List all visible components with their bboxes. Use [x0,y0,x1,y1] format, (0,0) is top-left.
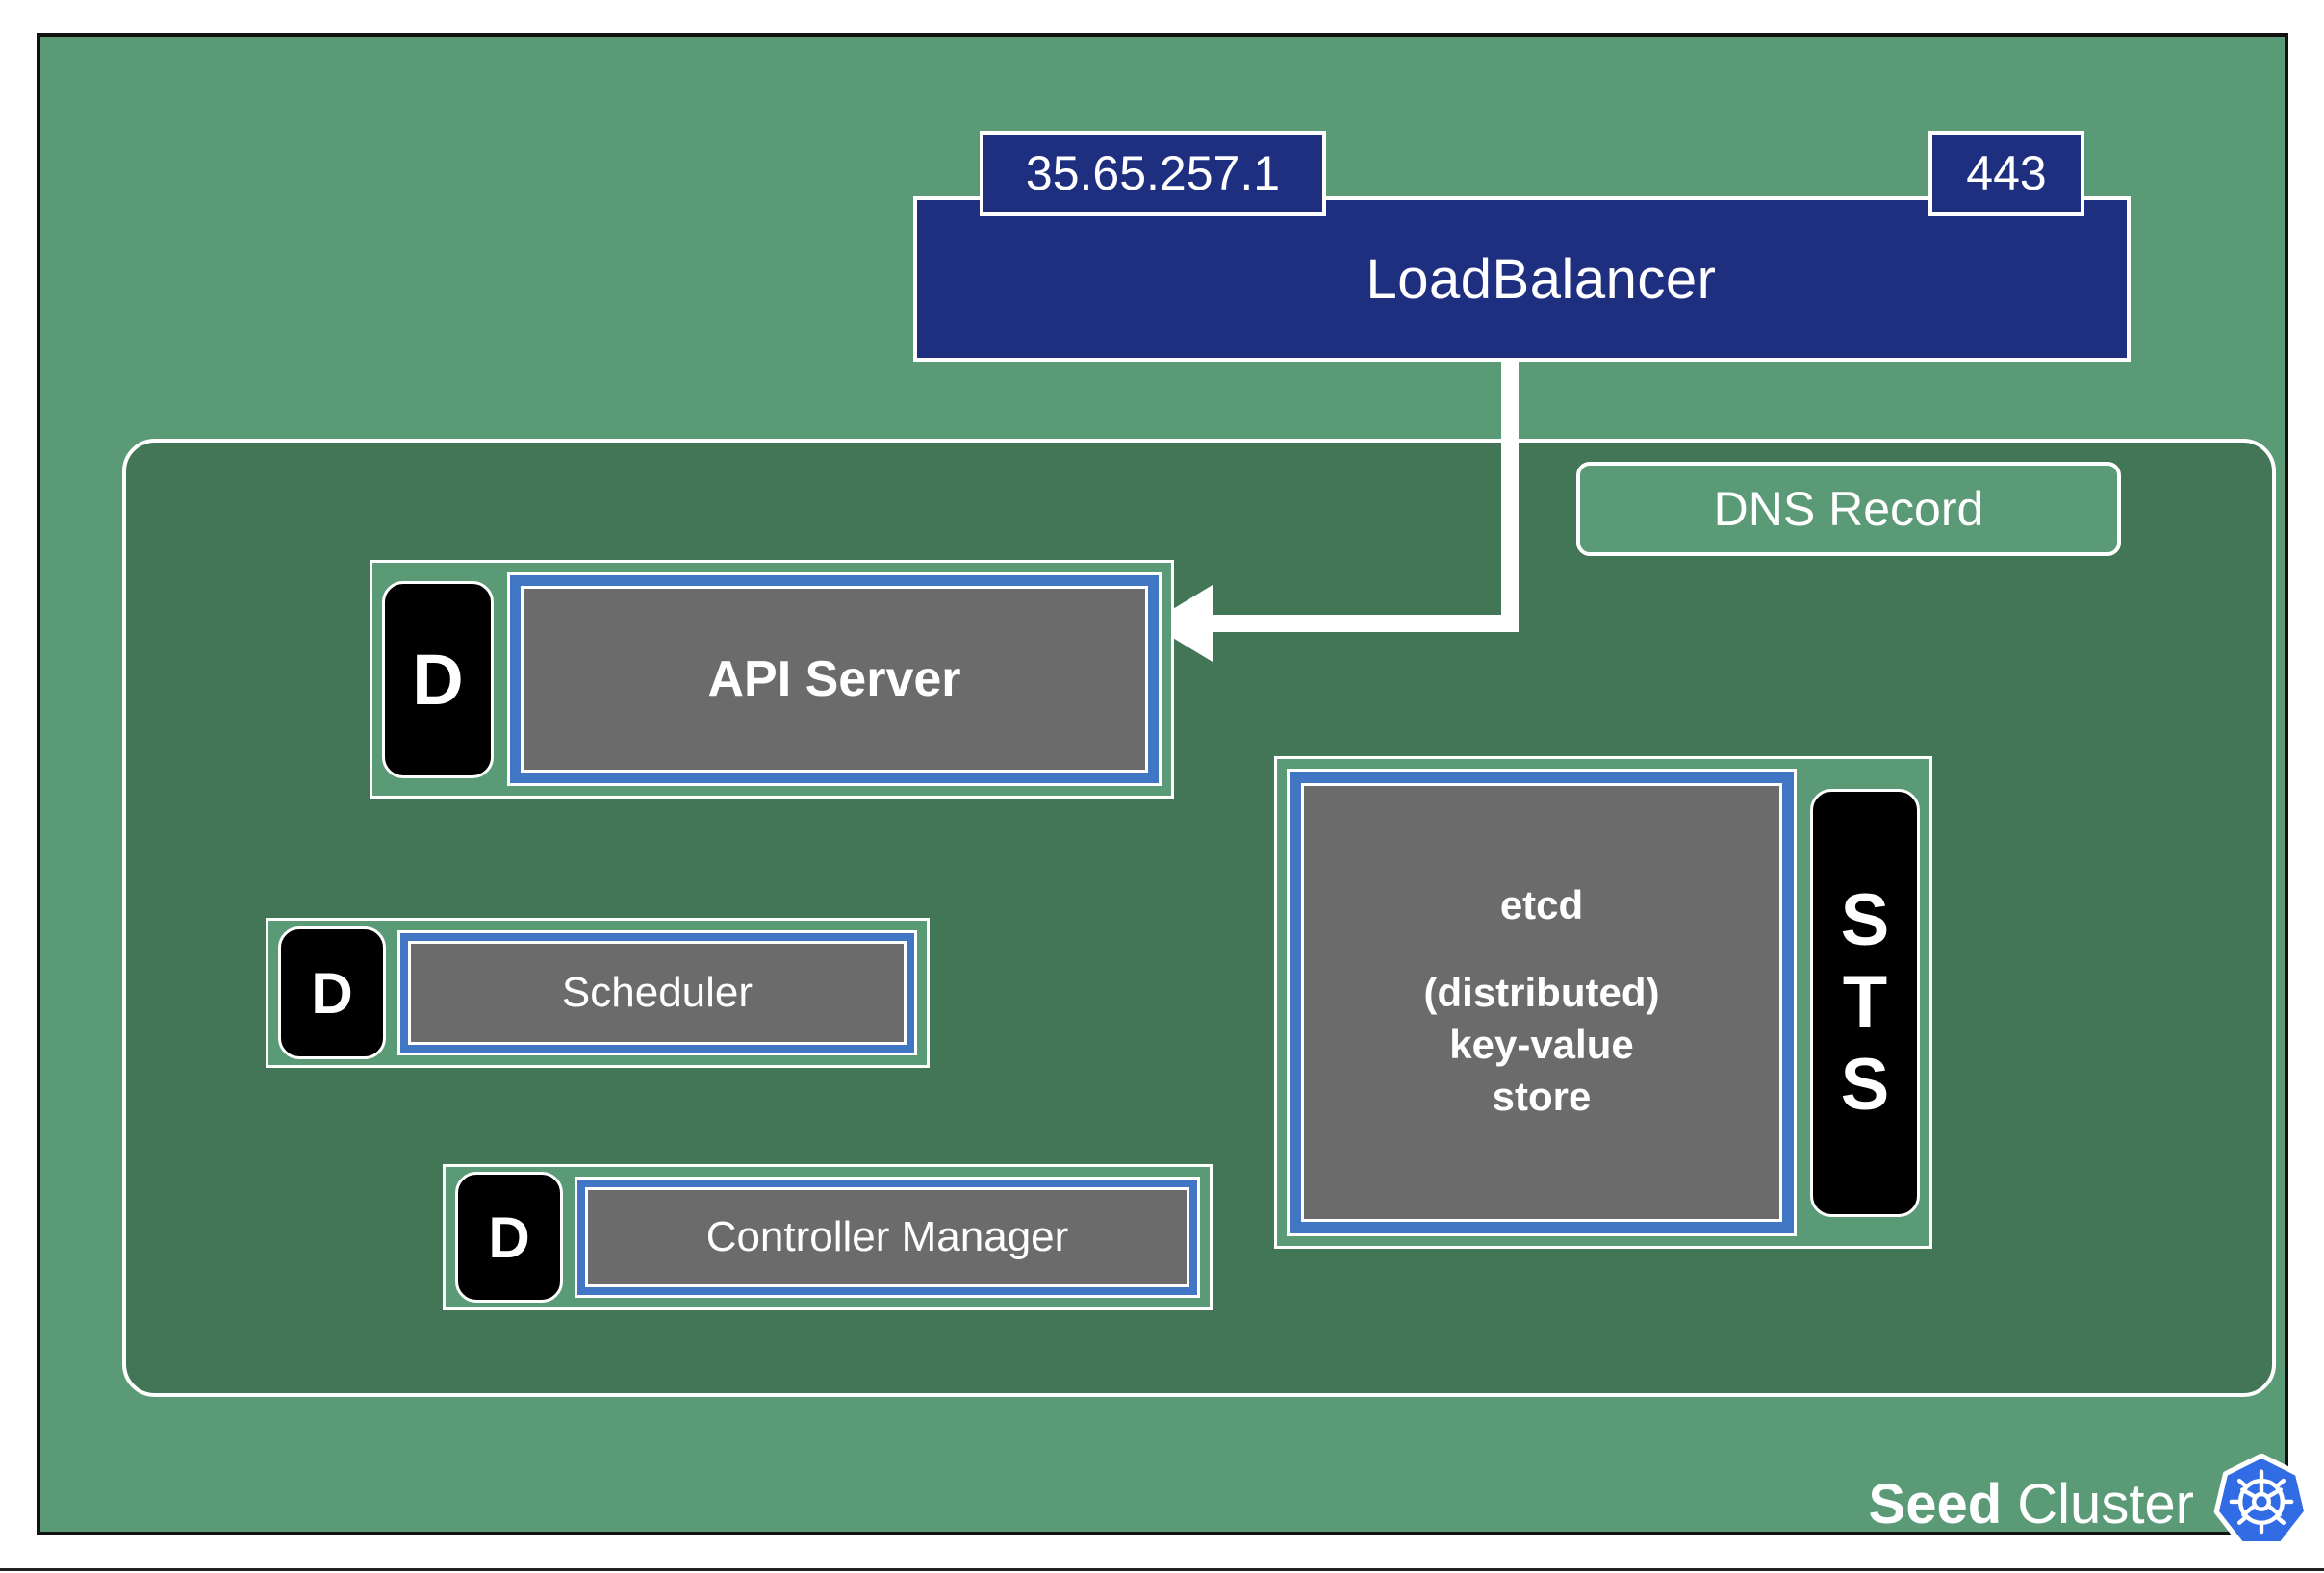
loadbalancer-label: LoadBalancer [1366,247,1717,311]
workload-controller-manager[interactable]: D Controller Manager [443,1164,1213,1310]
pod-frame-api-server: API Server [507,572,1162,786]
dns-record-box[interactable]: DNS Record [1576,462,2121,556]
statefulset-kind-badge-letter-2: T [1842,961,1888,1044]
container-label-api-server: API Server [707,651,961,707]
container-label-scheduler: Scheduler [561,969,753,1016]
loadbalancer-port-badge: 443 [1928,131,2084,216]
page-bottom-rule [0,1568,2324,1571]
cluster-footer-label-strong: Seed [1868,1472,2003,1535]
workload-etcd[interactable]: etcd (distributed) key-value store S T S [1274,756,1932,1249]
container-label-controller-manager: Controller Manager [705,1213,1069,1260]
cluster-footer-label-rest: Cluster [2002,1472,2194,1535]
container-scheduler: Scheduler [408,941,907,1045]
container-sublabel-etcd-line-2: key-value [1449,1022,1634,1068]
cluster-footer: Seed Cluster [1734,1451,2311,1557]
container-controller-manager: Controller Manager [585,1187,1189,1287]
pod-frame-etcd: etcd (distributed) key-value store [1287,769,1797,1236]
kubernetes-logo-icon [2213,1454,2310,1547]
statefulset-kind-badge-letter-3: S [1840,1043,1890,1126]
loadbalancer-to-api-server-connector [1149,325,1519,662]
container-api-server: API Server [521,586,1148,773]
cluster-footer-label: Seed Cluster [1869,1472,2194,1536]
deployment-kind-badge: D [455,1172,563,1303]
deployment-kind-badge: D [382,580,494,778]
container-label-etcd: etcd [1499,882,1584,928]
statefulset-kind-badge-letter-1: S [1840,879,1890,962]
container-sublabel-etcd-line-1: (distributed) [1423,970,1660,1016]
container-etcd: etcd (distributed) key-value store [1301,783,1782,1222]
container-sublabel-etcd-line-3: store [1492,1073,1592,1119]
pod-frame-controller-manager: Controller Manager [575,1177,1200,1298]
loadbalancer-box[interactable]: LoadBalancer [913,196,2131,362]
loadbalancer-ip-badge: 35.65.257.1 [980,131,1326,216]
pod-frame-scheduler: Scheduler [397,930,917,1055]
deployment-kind-badge: D [278,926,386,1059]
workload-api-server[interactable]: D API Server [370,560,1174,799]
statefulset-kind-badge: S T S [1810,788,1920,1217]
diagram-canvas: LoadBalancer 35.65.257.1 443 DNS Record … [37,33,2310,1547]
workload-scheduler[interactable]: D Scheduler [266,918,930,1068]
